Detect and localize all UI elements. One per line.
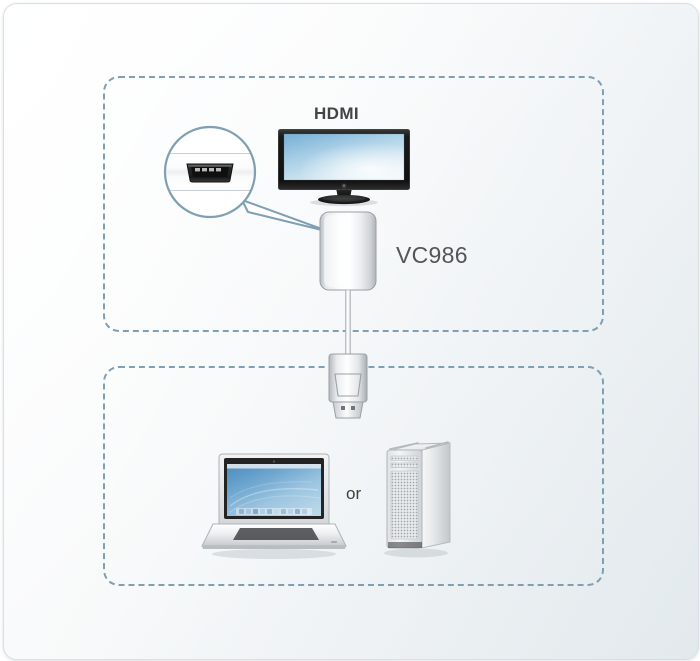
display-group-boundary (103, 76, 604, 332)
product-label: VC986 (396, 242, 468, 268)
source-group-boundary (103, 366, 604, 586)
or-separator-label: or (346, 484, 362, 503)
hdmi-label: HDMI (314, 104, 360, 123)
diagram-card: HDMI (3, 3, 699, 660)
